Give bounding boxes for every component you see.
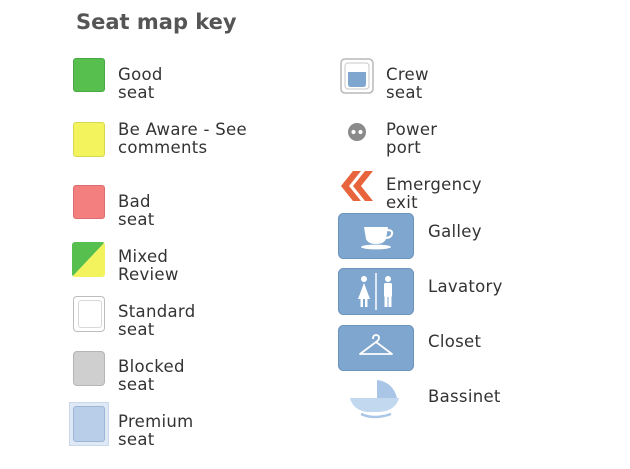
crew-seat-icon: [340, 58, 374, 94]
closet-icon: [338, 325, 414, 371]
legend-label: Be Aware - See comments: [118, 120, 247, 157]
legend-label: Good seat: [118, 65, 163, 102]
legend-label: Power port: [386, 120, 438, 157]
mixed-review-seat-swatch: [72, 242, 105, 277]
bad-seat-swatch: [73, 185, 105, 219]
bassinet-icon: [347, 378, 403, 422]
power-port-icon: [347, 122, 367, 142]
page-title: Seat map key: [76, 10, 237, 34]
legend-label: Bassinet: [428, 387, 501, 406]
standard-seat-swatch: [73, 296, 105, 332]
legend-label: Bad seat: [118, 192, 155, 229]
legend-label: Closet: [428, 332, 482, 351]
emergency-exit-icon: [339, 170, 373, 202]
legend-label: Emergency exit: [386, 175, 482, 212]
premium-seat-swatch: [69, 402, 109, 446]
legend-label: Premium seat: [118, 412, 194, 449]
galley-icon: [338, 213, 414, 259]
legend-label: Mixed Review: [118, 247, 179, 284]
legend-label: Crew seat: [386, 65, 429, 102]
legend-label: Blocked seat: [118, 357, 185, 394]
lavatory-icon: [338, 268, 414, 315]
legend-label: Standard seat: [118, 302, 196, 339]
legend-label: Lavatory: [428, 277, 503, 296]
good-seat-swatch: [73, 58, 105, 92]
legend-label: Galley: [428, 222, 482, 241]
be-aware-seat-swatch: [73, 122, 105, 157]
blocked-seat-swatch: [73, 351, 105, 386]
